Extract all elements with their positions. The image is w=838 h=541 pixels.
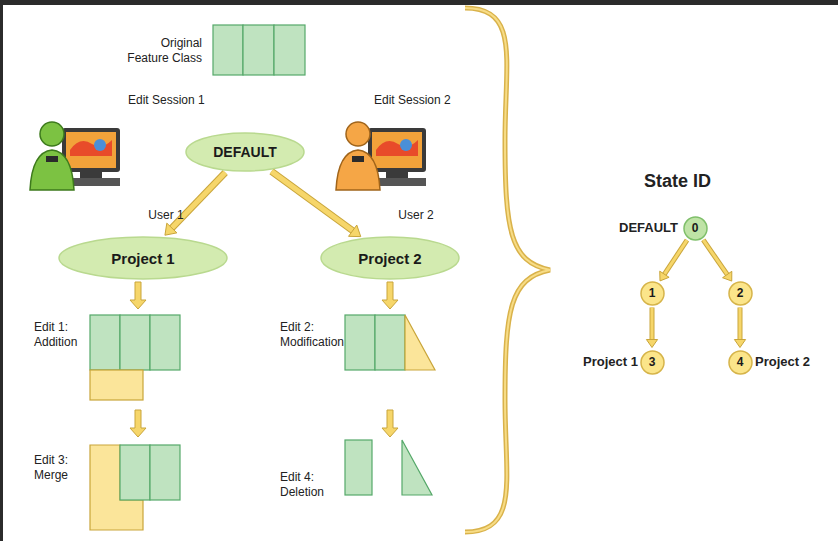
node-text: 0 bbox=[692, 221, 699, 235]
state-circle: 0 bbox=[683, 216, 708, 241]
feature-class bbox=[213, 25, 305, 75]
connector-line bbox=[703, 240, 727, 275]
connector-line bbox=[272, 171, 354, 231]
label: Edit 2: Modification bbox=[280, 320, 342, 350]
flow-arrow bbox=[130, 282, 398, 437]
arrowhead bbox=[349, 225, 361, 237]
edit-shapes bbox=[90, 315, 180, 400]
node-text: Project 1 bbox=[111, 250, 174, 267]
label: Edit Session 1 bbox=[128, 93, 228, 108]
brace bbox=[465, 8, 550, 532]
edit-shapes bbox=[345, 315, 435, 370]
label: Original Feature Class bbox=[116, 36, 202, 66]
label: Project 2 bbox=[755, 354, 837, 369]
connector-line bbox=[738, 308, 743, 341]
arrowhead bbox=[723, 271, 732, 281]
label: Edit 4: Deletion bbox=[280, 470, 342, 500]
connector bbox=[165, 172, 225, 235]
label: DEFAULT bbox=[596, 220, 678, 235]
version-ellipse: Project 2 bbox=[320, 236, 460, 280]
node-text: 1 bbox=[649, 286, 656, 300]
node-text: 3 bbox=[649, 355, 656, 369]
user-icon bbox=[336, 122, 426, 190]
connector-line bbox=[664, 240, 687, 275]
state-circle: 3 bbox=[640, 350, 665, 375]
node-text: 2 bbox=[737, 286, 744, 300]
state-circle: 2 bbox=[728, 281, 753, 306]
brace bbox=[465, 8, 550, 532]
connector bbox=[703, 240, 732, 281]
label: Edit 1: Addition bbox=[34, 320, 88, 350]
connector-line bbox=[703, 240, 727, 275]
connector-line bbox=[651, 308, 654, 341]
connector-line bbox=[272, 171, 354, 231]
label: Edit Session 2 bbox=[374, 93, 474, 108]
label: State ID bbox=[644, 174, 754, 189]
version-ellipse: DEFAULT bbox=[185, 132, 305, 172]
left-bar bbox=[0, 0, 3, 541]
connector bbox=[734, 308, 745, 348]
arrowhead bbox=[165, 223, 177, 235]
arrowhead bbox=[646, 340, 657, 348]
state-circle: 1 bbox=[640, 281, 665, 306]
label: Edit 3: Merge bbox=[34, 453, 88, 483]
label: User 1 bbox=[136, 208, 196, 223]
connector bbox=[272, 171, 361, 236]
state-circle: 4 bbox=[728, 350, 753, 375]
edit-shapes bbox=[345, 440, 432, 495]
node-text: 4 bbox=[737, 355, 744, 369]
node-text: DEFAULT bbox=[213, 144, 277, 160]
connector-line bbox=[650, 308, 655, 341]
connector-line bbox=[664, 240, 687, 275]
version-ellipse: Project 1 bbox=[58, 236, 228, 280]
label: User 2 bbox=[386, 208, 446, 223]
connector bbox=[646, 308, 657, 348]
node-text: Project 2 bbox=[358, 250, 421, 267]
arrowhead bbox=[734, 340, 745, 348]
top-bar bbox=[0, 0, 838, 5]
connector bbox=[660, 240, 687, 281]
label: Project 1 bbox=[556, 354, 638, 369]
edit-shapes bbox=[90, 445, 180, 530]
arrowhead bbox=[660, 271, 669, 281]
user-icon bbox=[30, 122, 120, 190]
connector-line bbox=[739, 308, 742, 341]
